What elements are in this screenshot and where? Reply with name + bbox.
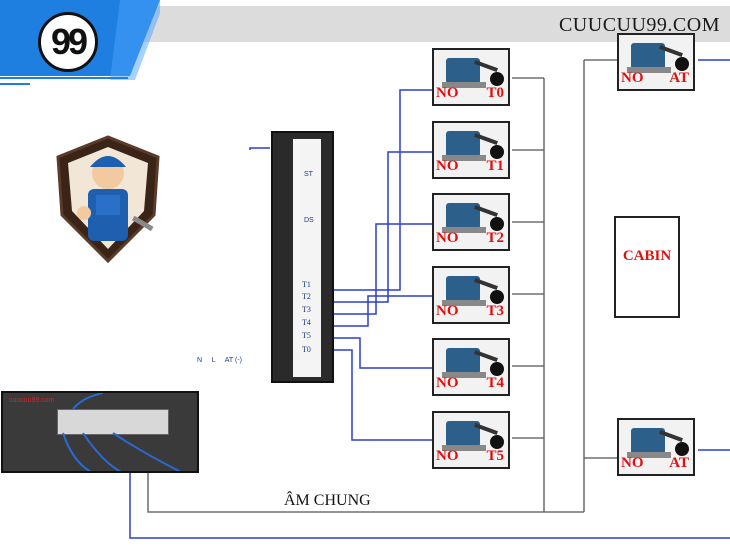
terminal-label: T0 bbox=[302, 345, 311, 354]
limit-switch-t0: NO T0 bbox=[432, 48, 510, 106]
logo-underline bbox=[0, 77, 128, 85]
switch-label-no: NO bbox=[436, 85, 459, 101]
switch-label-floor: T4 bbox=[486, 375, 504, 391]
switch-label-floor: T0 bbox=[486, 85, 504, 101]
cabin-label: CABIN bbox=[622, 248, 672, 264]
mechanic-mascot-icon bbox=[56, 135, 160, 263]
panel-label-st: ST bbox=[304, 171, 313, 178]
panel-face bbox=[293, 139, 321, 377]
photo-caption: cuucuu99.com bbox=[9, 397, 55, 404]
logo-icon: 99 bbox=[38, 12, 98, 72]
limit-switch-t5: NO T5 bbox=[432, 411, 510, 469]
terminal-strip-photo: cuucuu99.com bbox=[1, 391, 199, 473]
switch-label-no: NO bbox=[436, 230, 459, 246]
limit-switch-t2: NO T2 bbox=[432, 193, 510, 251]
switch-label-no: NO bbox=[436, 375, 459, 391]
terminal-label: T2 bbox=[302, 292, 311, 301]
switch-label-no: NO bbox=[436, 303, 459, 319]
switch-label-no: NO bbox=[621, 70, 644, 86]
panel-label-ds: DS bbox=[304, 217, 314, 224]
limit-switch-t1: NO T1 bbox=[432, 121, 510, 179]
terminal-strip bbox=[57, 409, 169, 435]
switch-label-no: NO bbox=[436, 158, 459, 174]
control-panel: ST DS bbox=[271, 131, 334, 383]
switch-label-floor: T1 bbox=[486, 158, 504, 174]
limit-switch-t4: NO T4 bbox=[432, 338, 510, 396]
at-switch-bottom: NO AT bbox=[617, 418, 695, 476]
site-brand: CUUCUU99.COM bbox=[558, 14, 720, 36]
blue-wires bbox=[129, 59, 730, 539]
switch-label-floor: T2 bbox=[486, 230, 504, 246]
terminal-label: T4 bbox=[302, 318, 311, 327]
switch-label-no: NO bbox=[621, 455, 644, 471]
photo-wires bbox=[62, 393, 182, 471]
switch-label-floor: T3 bbox=[486, 303, 504, 319]
terminal-label: T3 bbox=[302, 305, 311, 314]
terminal-label: T5 bbox=[302, 331, 311, 340]
common-label: ÂM CHUNG bbox=[284, 492, 371, 509]
limit-switch-t3: NO T3 bbox=[432, 266, 510, 324]
supply-labels: N L AT (-) bbox=[197, 357, 242, 364]
terminal-label: T1 bbox=[302, 280, 311, 289]
switch-label-floor: T5 bbox=[486, 448, 504, 464]
switch-label-no: NO bbox=[436, 448, 459, 464]
cabin-box: CABIN bbox=[614, 216, 680, 318]
switch-label-at: AT bbox=[669, 455, 689, 471]
switch-label-at: AT bbox=[669, 70, 689, 86]
common-wires bbox=[147, 59, 618, 513]
at-switch-top: NO AT bbox=[617, 33, 695, 91]
